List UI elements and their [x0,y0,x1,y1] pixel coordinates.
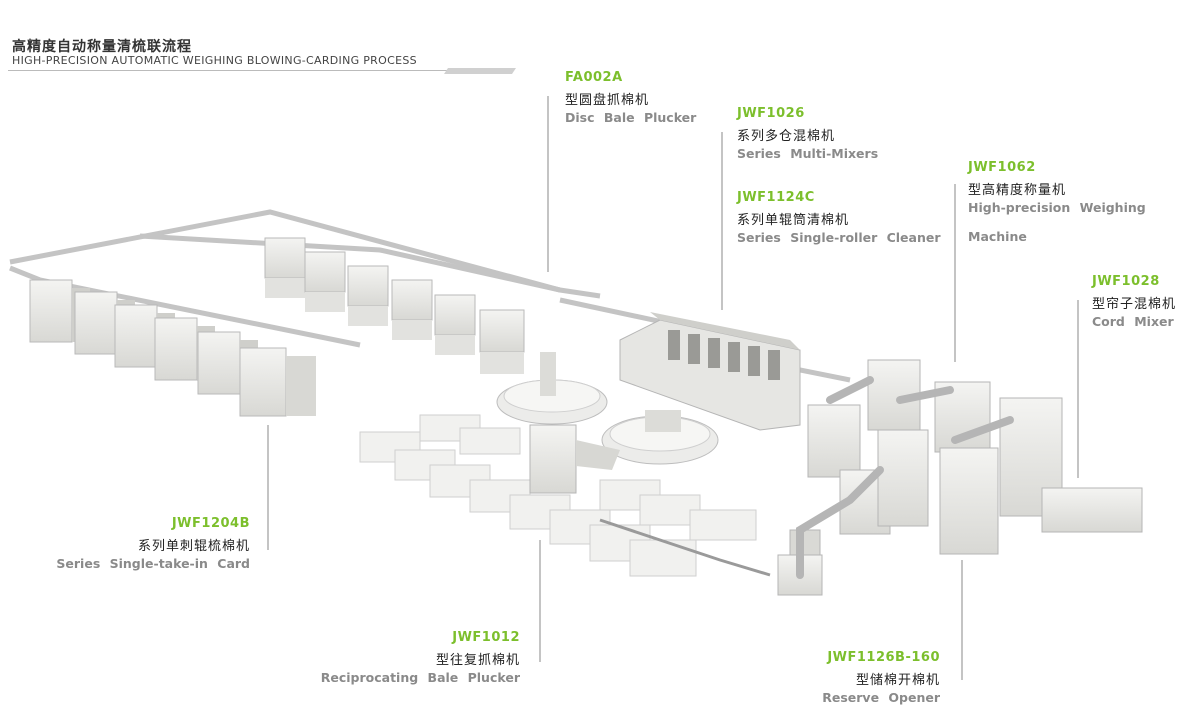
card-machines-front [29,279,316,417]
label-jwf1062-cn: 型高精度称量机 [968,183,1067,198]
label-jwf1012-cn: 型往复抓棉机 [435,653,520,668]
label-jwf1026-cn: 系列多仓混棉机 [737,129,836,144]
label-jwf1012-code: JWF1012 [452,630,520,645]
label-jwf1012-en: Reciprocating Bale Plucker [320,670,520,685]
card-machines-back [264,237,525,374]
label-fa002a-code: FA002A [565,70,623,85]
label-jwf1026-code: JWF1026 [737,106,805,121]
label-jwf1062-en1: High-precision Weighing [968,200,1146,215]
label-jwf1028: JWF1028 型帘子混棉机 Cord Mixer [1092,274,1176,329]
ducting-cluster [796,376,1014,579]
label-jwf1124c-cn: 系列单辊筒清棉机 [737,213,850,228]
label-jwf1124c-code: JWF1124C [737,190,815,205]
label-jwf1026: JWF1026 系列多仓混棉机 Series Multi-Mixers [737,106,878,161]
disc-bale-plucker [496,352,719,465]
label-jwf1204b-cn: 系列单刺辊梳棉机 [137,539,250,554]
label-jwf1028-code: JWF1028 [1092,274,1160,289]
multi-mixer [619,312,801,431]
header-underline [8,68,516,74]
reserve-opener-cluster [777,359,1143,596]
label-jwf1026-en: Series Multi-Mixers [737,146,879,161]
page-title-cn: 高精度自动称量清梳联流程 [12,39,192,55]
reciprocating-plucker-head [529,424,620,494]
label-jwf1028-en: Cord Mixer [1092,314,1174,329]
label-jwf1062-en2: Machine [968,229,1027,244]
label-fa002a: FA002A 型圆盘抓棉机 Disc Bale Plucker [565,70,696,125]
bale-row [359,414,757,577]
label-jwf1124c-en: Series Single-roller Cleaner [737,230,941,245]
label-jwf1204b: JWF1204B 系列单刺辊梳棉机 Series Single-take-in … [56,516,250,571]
label-jwf1012: JWF1012 型往复抓棉机 Reciprocating Bale Plucke… [321,630,520,685]
label-jwf1028-cn: 型帘子混棉机 [1092,297,1177,312]
label-jwf1204b-code: JWF1204B [171,516,250,531]
conveyor [599,518,771,577]
callout-lines [267,96,1079,680]
label-jwf1124c: JWF1124C 系列单辊筒清棉机 Series Single-roller C… [737,190,941,245]
label-jwf1126b-code: JWF1126B-160 [827,650,940,665]
label-jwf1126b: JWF1126B-160 型储棉开棉机 Reserve Opener [822,650,940,705]
label-fa002a-cn: 型圆盘抓棉机 [565,93,650,108]
label-jwf1126b-cn: 型储棉开棉机 [855,673,940,688]
label-jwf1126b-en: Reserve Opener [822,690,940,705]
label-jwf1062: JWF1062 型高精度称量机 High-precision Weighing … [968,160,1146,244]
label-jwf1062-code: JWF1062 [968,160,1036,175]
page-title-en: HIGH-PRECISION AUTOMATIC WEIGHING BLOWIN… [12,54,417,67]
label-jwf1204b-en: Series Single-take-in Card [56,556,250,571]
label-fa002a-en: Disc Bale Plucker [565,110,697,125]
